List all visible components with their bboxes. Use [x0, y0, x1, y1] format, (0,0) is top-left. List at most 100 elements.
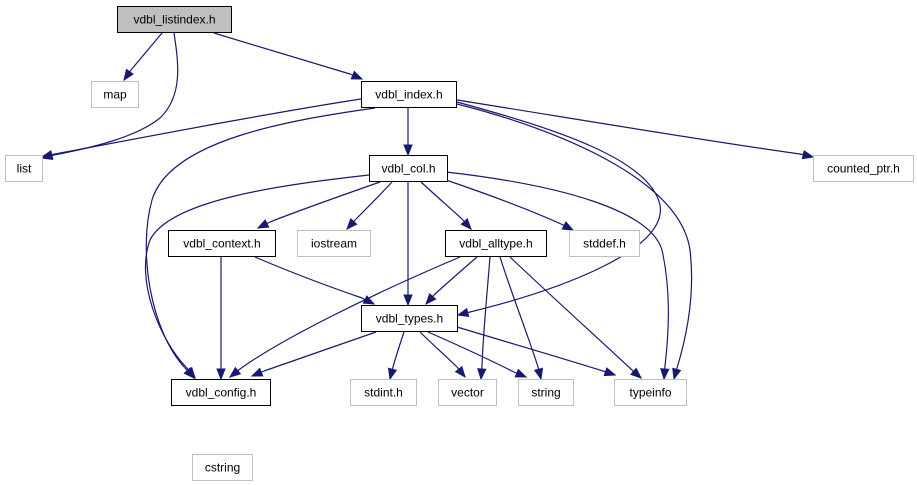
edge-line-tail	[537, 366, 542, 380]
node-box	[445, 230, 547, 257]
edge-line	[456, 326, 604, 372]
node-label: vdbl_types.h	[376, 312, 443, 326]
node-box	[350, 379, 417, 406]
edge-line	[456, 99, 801, 155]
node-vdbl-context[interactable]: vdbl_context.h	[168, 230, 276, 257]
node-box	[614, 379, 687, 406]
node-label: counted_ptr.h	[827, 162, 900, 176]
node-counted-ptr: counted_ptr.h	[813, 155, 914, 182]
node-box	[168, 230, 276, 257]
edge-line	[355, 181, 393, 220]
edge-line	[213, 32, 351, 75]
edge-line-tail	[457, 311, 471, 316]
edge-line-tail	[602, 370, 616, 376]
edge-line	[239, 256, 461, 370]
edge-vdbl_types-to-stdint	[387, 331, 405, 381]
node-label: typeinfo	[629, 386, 671, 400]
node-box	[813, 155, 914, 182]
node-box	[361, 305, 458, 332]
edge-line-tail	[389, 366, 394, 380]
edge-line	[254, 256, 363, 299]
node-box	[5, 155, 43, 182]
node-label: string	[531, 386, 560, 400]
edge-line-tail	[513, 371, 527, 378]
node-vector: vector	[438, 379, 497, 406]
edge-line	[144, 174, 370, 368]
edge-vdbl_alltype-to-typeinfo	[509, 256, 643, 379]
edge-line	[54, 98, 362, 155]
edge-vdbl_index-to-vdbl_types	[456, 101, 661, 318]
edge-line-tail	[229, 368, 241, 378]
node-label: vdbl_col.h	[381, 162, 435, 176]
edge-line	[420, 181, 463, 220]
edge-line-tail	[631, 369, 642, 379]
node-label: list	[17, 162, 32, 176]
node-vdbl-alltype[interactable]: vdbl_alltype.h	[445, 230, 547, 257]
edge-line	[145, 107, 376, 369]
node-map: map	[91, 81, 139, 108]
node-cstring: cstring	[192, 454, 253, 481]
edge-line-tail	[673, 367, 678, 380]
edge-vdbl_alltype-to-string	[499, 256, 544, 381]
edge-line	[481, 256, 491, 367]
edge-line	[392, 331, 405, 368]
edge-line	[509, 256, 633, 371]
edge-vdbl_types-to-typeinfo	[456, 326, 617, 377]
edge-line	[130, 32, 163, 71]
edge-line-tail	[461, 218, 472, 230]
edge-line-tail	[257, 221, 271, 229]
edge-line	[419, 331, 458, 368]
edge-vdbl_alltype-to-vector	[477, 256, 491, 381]
edge-line-tail	[663, 365, 666, 380]
edge-vdbl_col-to-vdbl_context	[256, 181, 381, 229]
node-label: stdint.h	[364, 386, 403, 400]
node-vdbl-col[interactable]: vdbl_col.h	[369, 155, 448, 182]
node-box	[569, 230, 640, 257]
edge-vdbl_col-to-stddef	[445, 179, 575, 231]
node-box	[297, 230, 371, 257]
edge-vdbl_index-to-list	[40, 98, 362, 160]
node-box	[518, 379, 574, 406]
node-vdbl-listindex[interactable]: vdbl_listindex.h	[117, 6, 232, 33]
node-label: vector	[451, 386, 484, 400]
edge-vdbl_col-to-vdbl_config	[144, 174, 370, 380]
edge-line-tail	[123, 69, 132, 81]
node-label: iostream	[311, 237, 357, 251]
edge-line-tail	[799, 153, 814, 158]
node-box	[171, 379, 271, 406]
edge-line-tail	[185, 366, 196, 379]
node-vdbl-types[interactable]: vdbl_types.h	[361, 305, 458, 332]
node-stdint: stdint.h	[350, 379, 417, 406]
edge-line	[445, 179, 562, 225]
node-box	[438, 379, 497, 406]
edge-line	[263, 331, 377, 372]
edge-vdbl_types-to-string	[427, 331, 528, 378]
edge-vdbl_index-to-counted_ptr	[456, 99, 815, 160]
edge-vdbl_index-to-typeinfo	[456, 103, 693, 381]
node-list: list	[5, 155, 43, 182]
node-string: string	[518, 379, 574, 406]
edge-vdbl_col-to-typeinfo	[445, 171, 670, 381]
node-label: vdbl_index.h	[375, 88, 442, 102]
edge-line-tail	[456, 366, 466, 378]
edge-line	[427, 331, 515, 373]
edge-line-tail	[480, 365, 483, 380]
node-label: vdbl_context.h	[183, 237, 260, 251]
edge-line	[499, 256, 539, 368]
node-box	[117, 6, 232, 33]
node-vdbl-index[interactable]: vdbl_index.h	[361, 81, 457, 108]
edge-vdbl_listindex-to-vdbl_index	[213, 32, 364, 80]
edge-vdbl_alltype-to-vdbl_config	[228, 256, 461, 378]
edge-line-tail	[349, 73, 363, 80]
node-label: vdbl_alltype.h	[459, 237, 532, 251]
edge-line	[269, 181, 381, 223]
edge-line	[456, 101, 661, 313]
edge-vdbl_types-to-vector	[419, 331, 466, 379]
node-label: map	[103, 88, 127, 102]
node-typeinfo: typeinfo	[614, 379, 687, 406]
node-label: cstring	[205, 461, 240, 475]
node-vdbl-config[interactable]: vdbl_config.h	[171, 379, 271, 406]
edge-line	[456, 103, 693, 369]
